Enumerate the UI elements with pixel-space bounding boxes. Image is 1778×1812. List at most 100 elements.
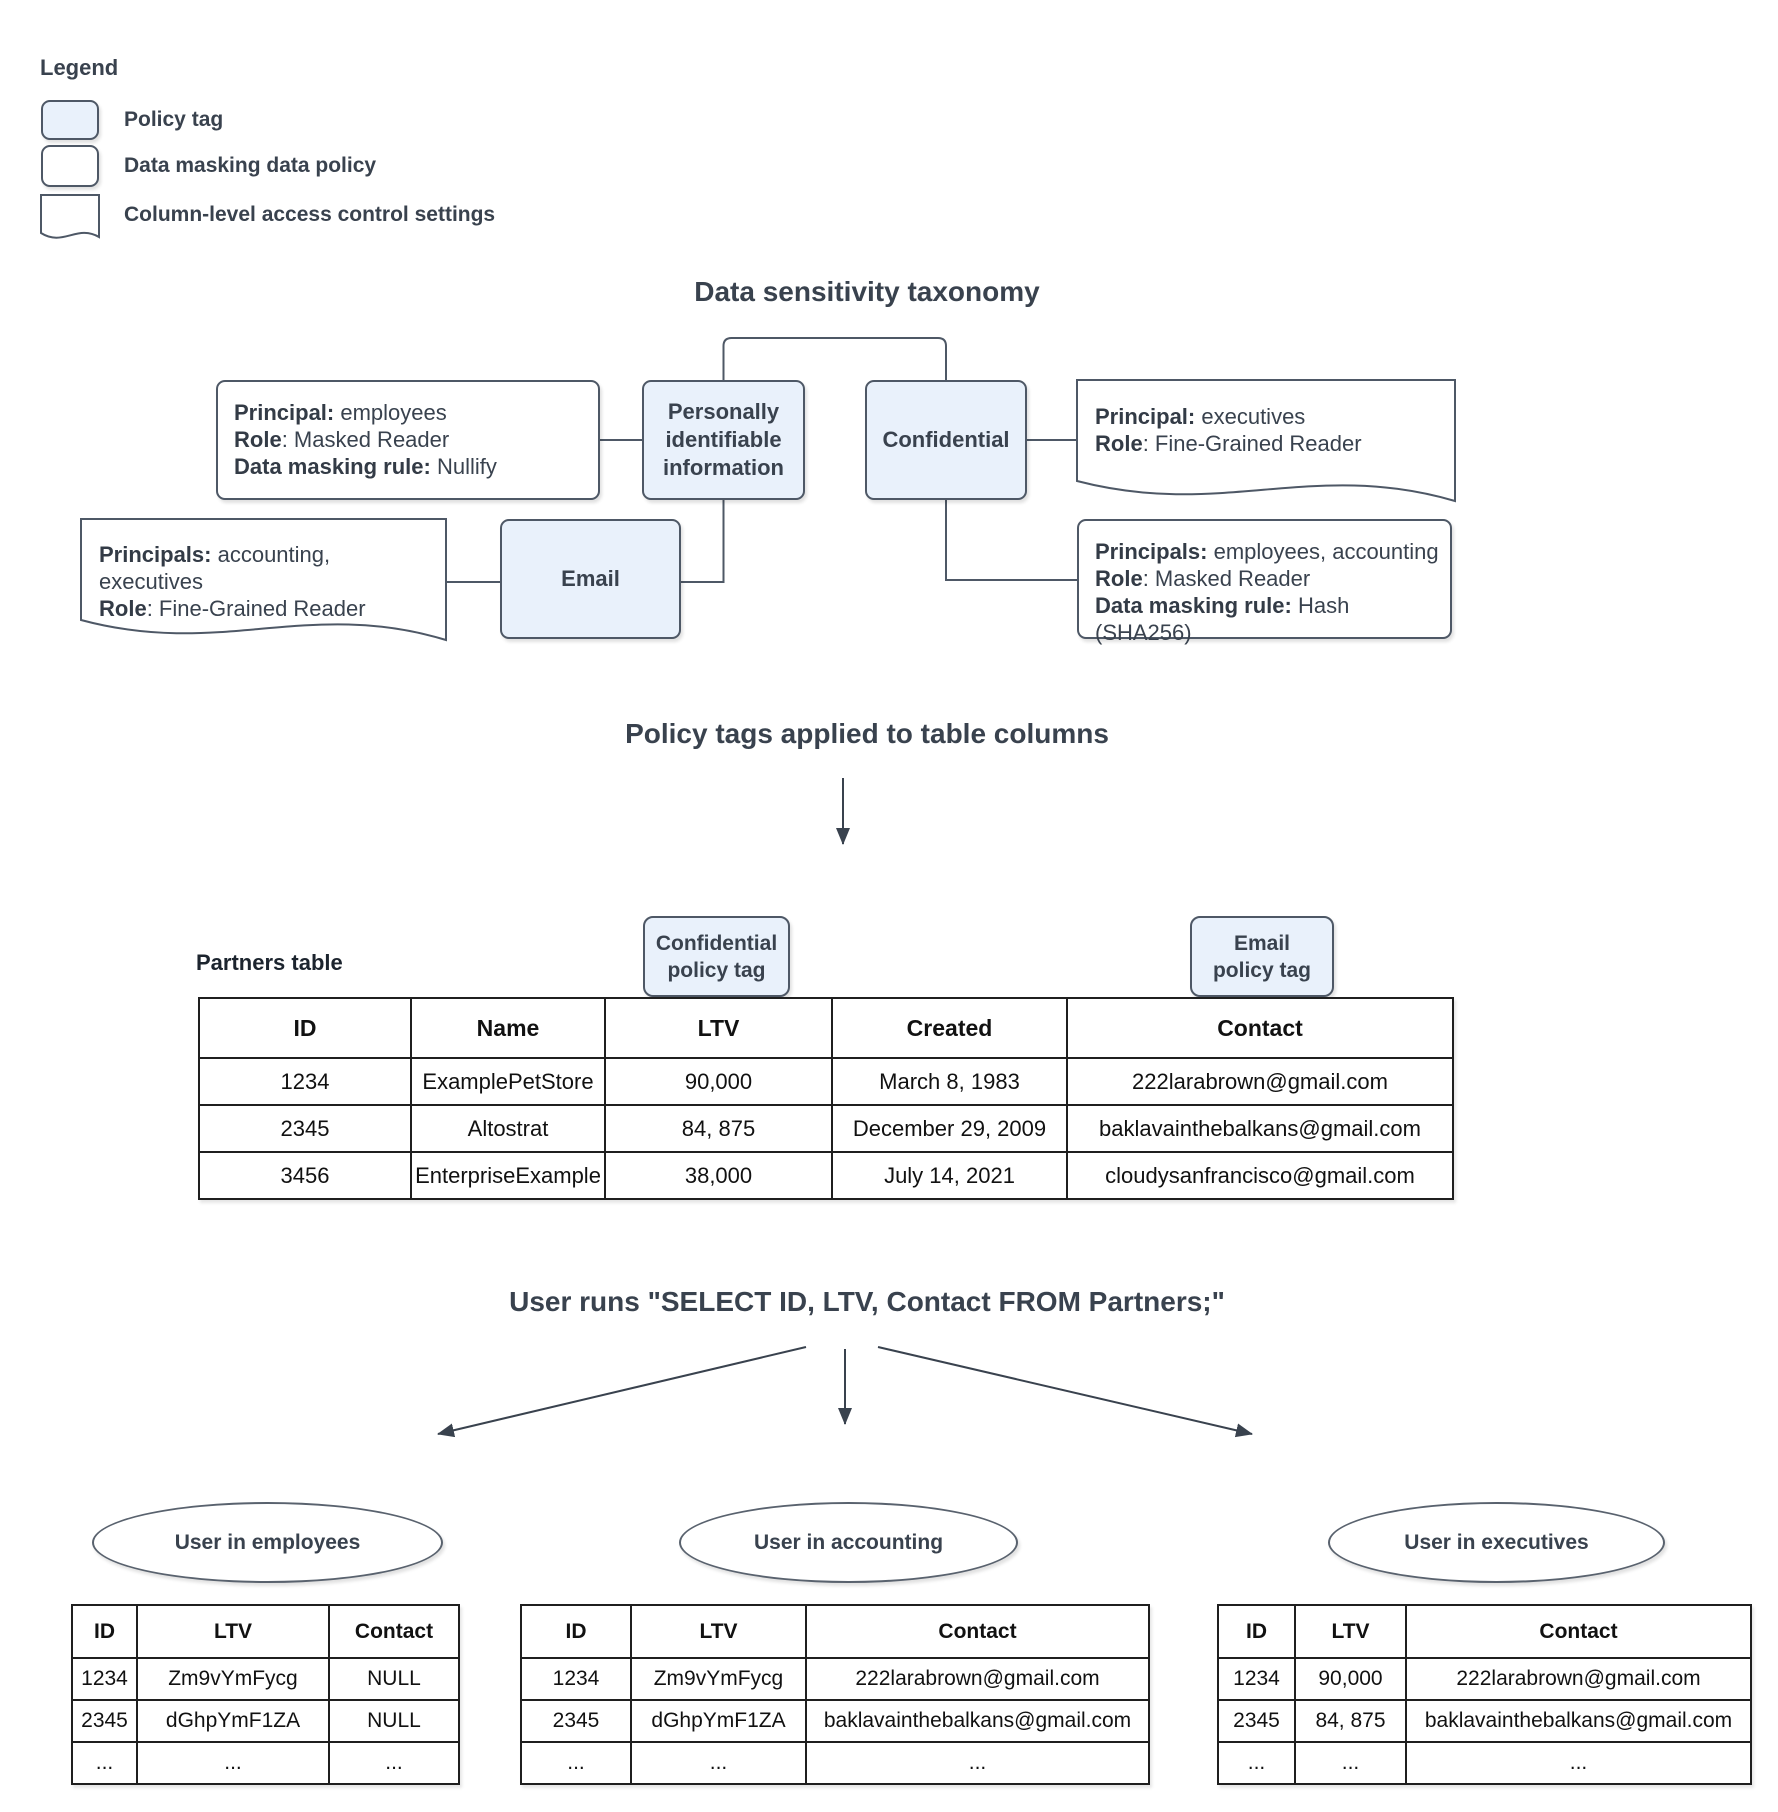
card-line: Principals: employees, accounting <box>1095 539 1439 564</box>
cell: 222larabrown@gmail.com <box>1405 1657 1752 1701</box>
taxonomy-title: Data sensitivity taxonomy <box>694 276 1040 307</box>
cell: 38,000 <box>604 1151 833 1200</box>
cell: NULL <box>328 1699 460 1743</box>
email-policy-tag-badge: Email policy tag <box>1190 916 1334 997</box>
cell: ... <box>630 1741 807 1785</box>
col-header: LTV <box>136 1604 330 1659</box>
legend-item-data-masking: Data masking data policy <box>124 154 377 177</box>
connector-pii-email <box>681 500 725 583</box>
cell: 84, 875 <box>604 1104 833 1153</box>
legend-title: Legend <box>40 55 119 80</box>
cell: 1234 <box>71 1657 138 1701</box>
arrow-to-employees <box>437 1346 807 1438</box>
col-header: Contact <box>805 1604 1150 1659</box>
cell: 2345 <box>520 1699 632 1743</box>
cell: 2345 <box>198 1104 412 1153</box>
masked-employees-policy-card: Principal: employees Role: Masked Reader… <box>216 380 600 500</box>
cell: March 8, 1983 <box>831 1057 1068 1106</box>
cell: 90,000 <box>1294 1657 1407 1701</box>
cell: 1234 <box>198 1057 412 1106</box>
table-row: ... ... ... <box>520 1741 1150 1785</box>
table-header-row: ID LTV Contact <box>71 1604 460 1659</box>
card-line: Data masking rule: Hash (SHA256) <box>1095 593 1350 645</box>
cell: ... <box>1217 1741 1296 1785</box>
cell: ... <box>520 1741 632 1785</box>
table-row: ... ... ... <box>71 1741 460 1785</box>
cell: Zm9vYmFycg <box>136 1657 330 1701</box>
cell: dGhpYmF1ZA <box>136 1699 330 1743</box>
col-header: ID <box>520 1604 632 1659</box>
group-ellipse-accounting: User in accounting <box>679 1502 1018 1583</box>
table-row: 1234 Zm9vYmFycg NULL <box>71 1657 460 1701</box>
arrow-to-executives <box>877 1346 1253 1438</box>
table-row: 2345 dGhpYmF1ZA baklavainthebalkans@gmai… <box>520 1699 1150 1743</box>
cell: dGhpYmF1ZA <box>630 1699 807 1743</box>
card-line: Principals: accounting, executives <box>99 542 331 594</box>
legend-data-masking-swatch <box>41 145 99 187</box>
applied-title: Policy tags applied to table columns <box>625 718 1109 749</box>
cell: baklavainthebalkans@gmail.com <box>805 1699 1150 1743</box>
accounting-access-card: Principals: accounting, executives Role:… <box>99 541 439 622</box>
table-row: 1234 ExamplePetStore 90,000 March 8, 198… <box>198 1057 1454 1106</box>
legend-item-column-access: Column-level access control settings <box>124 203 496 226</box>
cell: 222larabrown@gmail.com <box>805 1657 1150 1701</box>
group-ellipse-executives: User in executives <box>1328 1502 1665 1583</box>
col-header: Name <box>410 997 606 1059</box>
card-line: Data masking rule: Nullify <box>234 454 497 479</box>
cell: July 14, 2021 <box>831 1151 1068 1200</box>
tree-bracket-connector <box>722 337 947 380</box>
query-title: User runs "SELECT ID, LTV, Contact FROM … <box>509 1286 1225 1317</box>
table-row: 2345 Altostrat 84, 875 December 29, 2009… <box>198 1104 1454 1153</box>
card-line: Principal: executives <box>1095 404 1306 429</box>
result-table-employees: ID LTV Contact 1234 Zm9vYmFycg NULL 2345… <box>71 1604 460 1785</box>
cell: ... <box>1294 1741 1407 1785</box>
col-header: Contact <box>1405 1604 1752 1659</box>
cell: December 29, 2009 <box>831 1104 1068 1153</box>
policy-tag-email: Email <box>500 519 681 639</box>
col-header: LTV <box>604 997 833 1059</box>
executives-access-shape <box>1076 379 1456 503</box>
legend-item-policy-tag: Policy tag <box>124 108 224 131</box>
table-row: 2345 84, 875 baklavainthebalkans@gmail.c… <box>1217 1699 1752 1743</box>
cell: Altostrat <box>410 1104 606 1153</box>
cell: 84, 875 <box>1294 1699 1407 1743</box>
partners-table: ID Name LTV Created Contact 1234 Example… <box>198 997 1454 1200</box>
table-header-row: ID LTV Contact <box>1217 1604 1752 1659</box>
col-header: Contact <box>1066 997 1454 1059</box>
confidential-policy-tag-badge: Confidential policy tag <box>643 916 790 997</box>
col-header: ID <box>198 997 412 1059</box>
table-header-row: ID Name LTV Created Contact <box>198 997 1454 1059</box>
cell: EnterpriseExample <box>410 1151 606 1200</box>
tag-line: Confidential <box>655 931 778 955</box>
connector-confidential-hashpolicy <box>945 500 1077 581</box>
col-header: Created <box>831 997 1068 1059</box>
cell: baklavainthebalkans@gmail.com <box>1405 1699 1752 1743</box>
cell: 1234 <box>1217 1657 1296 1701</box>
result-table-accounting: ID LTV Contact 1234 Zm9vYmFycg 222larabr… <box>520 1604 1150 1785</box>
cell: ... <box>71 1741 138 1785</box>
cell: ... <box>1405 1741 1752 1785</box>
cell: cloudysanfrancisco@gmail.com <box>1066 1151 1454 1200</box>
card-line: Role: Fine-Grained Reader <box>99 596 366 621</box>
table-row: ... ... ... <box>1217 1741 1752 1785</box>
partners-table-label: Partners table <box>196 950 343 975</box>
col-header: Contact <box>328 1604 460 1659</box>
card-line: Role: Masked Reader <box>234 427 450 452</box>
legend-column-access-swatch <box>40 194 100 239</box>
table-row: 3456 EnterpriseExample 38,000 July 14, 2… <box>198 1151 1454 1200</box>
col-header: LTV <box>630 1604 807 1659</box>
legend-policy-tag-swatch <box>41 100 99 140</box>
cell: Zm9vYmFycg <box>630 1657 807 1701</box>
tag-line: policy tag <box>667 958 766 982</box>
col-header: ID <box>1217 1604 1296 1659</box>
cell: ... <box>805 1741 1150 1785</box>
col-header: ID <box>71 1604 138 1659</box>
policy-tag-confidential: Confidential <box>865 380 1027 500</box>
cell: ExamplePetStore <box>410 1057 606 1106</box>
cell: baklavainthebalkans@gmail.com <box>1066 1104 1454 1153</box>
hash-policy-card: Principals: employees, accounting Role: … <box>1077 519 1452 645</box>
tag-line: policy tag <box>1212 958 1312 982</box>
result-table-executives: ID LTV Contact 1234 90,000 222larabrown@… <box>1217 1604 1752 1785</box>
accounting-access-shape <box>80 518 447 642</box>
